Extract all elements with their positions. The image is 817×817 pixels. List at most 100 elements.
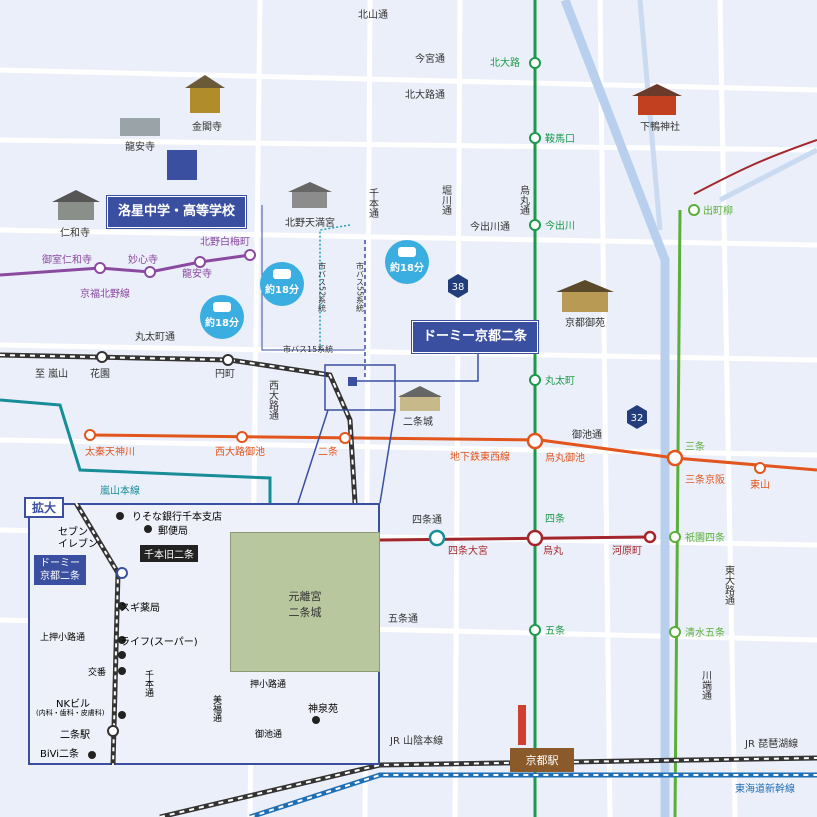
landmark-icons [52, 75, 682, 772]
label-tozai-line: 地下鉄東西線 [450, 450, 510, 463]
label-kyoto-station: 京都駅 [526, 753, 559, 767]
nijo-castle-block: 元離宮 二条城 [230, 532, 380, 672]
inset-street-kamioshikoji: 上押小路通 [40, 633, 86, 643]
keihan-line [673, 209, 682, 817]
svg-text:今出川: 今出川 [545, 219, 575, 232]
inset-nijo-station: 二条駅 [60, 730, 90, 741]
label-nijojo: 二条城 [403, 415, 433, 428]
hankyu-station-labels: 四条大宮 烏丸 河原町 [448, 544, 642, 557]
street-imadegawa: 今出川通 [470, 220, 510, 233]
svg-text:御室仁和寺: 御室仁和寺 [42, 253, 92, 266]
tozai-stations [84, 429, 766, 474]
inset-street-oshikoji: 押小路通 [250, 680, 287, 690]
svg-text:三条: 三条 [685, 440, 705, 453]
label-ryoanji: 龍安寺 [125, 140, 155, 153]
svg-text:円町: 円町 [215, 369, 235, 380]
nijo-station-dot [107, 725, 119, 737]
svg-text:出町柳: 出町柳 [703, 204, 733, 217]
street-kawabata: 川端通 [700, 670, 712, 700]
karasuma-station-labels: 北大路 鞍馬口 今出川 丸太町 四条 五条 [490, 56, 575, 637]
label-kitano: 北野天満宮 [285, 216, 335, 229]
poi-nk: NKビル [56, 699, 91, 710]
svg-text:龍安寺: 龍安寺 [182, 267, 212, 280]
street-senbon: 千本通 [367, 188, 379, 218]
inset-map: 拡大 元離宮 二条城 りそな銀行千本支店 郵便局 セブン イレブン 千本旧二条 … [24, 497, 380, 765]
inset-street-senbon: 千本通 [143, 670, 153, 697]
shinkansen-line [249, 772, 817, 817]
label-shinkansen: 東海道新幹線 [735, 782, 795, 795]
route-shield-32 [627, 405, 647, 429]
route-shield-38-label: 38 [452, 282, 465, 293]
karasuma-stations [529, 57, 541, 636]
svg-text:二条: 二条 [318, 445, 338, 458]
dormy-label: ドーミー京都二条 [412, 321, 539, 353]
poi-dots [88, 512, 320, 759]
dormy-pin [116, 567, 128, 579]
svg-text:JR 琵琶湖線: JR 琵琶湖線 [744, 737, 798, 750]
keihan-station-labels: 出町柳 三条 祇園四条 清水五条 [685, 204, 733, 639]
street-karasuma: 烏丸通 [518, 184, 530, 215]
svg-text:東山: 東山 [750, 478, 770, 491]
street-imamiya: 今宮通 [415, 52, 445, 65]
inset-koban: 交番 [88, 668, 107, 678]
label-kinkakuji: 金閣寺 [192, 120, 222, 133]
bus-bubble-52: 約18分 [260, 262, 304, 306]
poi-bivi: BiVi二条 [40, 749, 80, 760]
svg-text:至 嵐山: 至 嵐山 [35, 368, 68, 380]
label-randen: 嵐山本線 [100, 484, 140, 497]
poi-seven: セブン イレブン [58, 527, 98, 550]
poi-senbon-kyu-nijo: 千本旧二条 [140, 545, 198, 562]
svg-text:河原町: 河原町 [612, 545, 642, 557]
kamo-river [560, 0, 670, 817]
street-shijo: 四条通 [412, 513, 442, 526]
svg-text:太秦天神川: 太秦天神川 [85, 445, 135, 458]
street-kitaoji: 北大路通 [405, 88, 445, 101]
route-shield-32-label: 32 [631, 413, 644, 424]
label-shimogamo: 下鴨神社 [640, 120, 680, 133]
inset-dormy-label: ドーミー 京都二条 [34, 555, 86, 585]
inset-canvas [73, 503, 320, 765]
label-ninnaji: 仁和寺 [60, 227, 90, 239]
svg-text:丸太町: 丸太町 [545, 374, 575, 387]
svg-text:北野白梅町: 北野白梅町 [200, 235, 250, 248]
svg-text:三条京阪: 三条京阪 [685, 473, 725, 486]
poi-life: ライフ(スーパー) [120, 637, 198, 648]
svg-text:鞍馬口: 鞍馬口 [545, 132, 575, 145]
poi-shinsenen: 神泉苑 [308, 704, 338, 715]
kitano-line [0, 253, 251, 277]
inset-street-mifuku: 美福通 [211, 695, 221, 722]
bus-icon [398, 247, 416, 257]
svg-text:清水五条: 清水五条 [685, 626, 725, 639]
transfer-stations [428, 432, 684, 547]
target-area-box [324, 364, 396, 411]
svg-text:妙心寺: 妙心寺 [128, 253, 158, 266]
inset-street-oike: 御池通 [255, 730, 283, 740]
street-oike: 御池通 [572, 428, 602, 441]
label-bus-52: 市バス52系統 [318, 261, 327, 313]
tozai-station-labels: 太秦天神川 西大路御池 二条 三条京阪 東山 [85, 445, 770, 491]
svg-text:西大路御池: 西大路御池 [215, 445, 265, 458]
bus-route-15 [261, 205, 365, 351]
poi-resona: りそな銀行千本支店 [132, 512, 222, 523]
poi-nk-sub: (内科・歯科・皮膚科) [36, 709, 105, 717]
jr-station-labels: 花園 円町 至 嵐山 JR 山陰本線 JR 琵琶湖線 [35, 367, 798, 750]
dormy-marker [348, 377, 357, 386]
svg-text:京福北野線: 京福北野線 [80, 287, 130, 300]
poi-post: 郵便局 [158, 526, 188, 537]
svg-text:花園: 花園 [90, 367, 110, 380]
bus-icon [213, 302, 231, 312]
bus-bubble-55: 約18分 [385, 240, 429, 284]
svg-text:JR 山陰本線: JR 山陰本線 [389, 734, 443, 747]
river-branch [718, 147, 817, 203]
randen-line [0, 398, 272, 503]
jr-stations [96, 351, 234, 366]
eizan-line [693, 139, 817, 195]
street-nishioji: 西大路通 [267, 380, 279, 420]
street-marutamachi: 丸太町通 [135, 330, 175, 343]
svg-text:北大路: 北大路 [490, 56, 520, 69]
street-kitayama: 北山通 [358, 9, 388, 21]
keihan-stations [669, 204, 700, 638]
jr-line-south [159, 755, 817, 817]
